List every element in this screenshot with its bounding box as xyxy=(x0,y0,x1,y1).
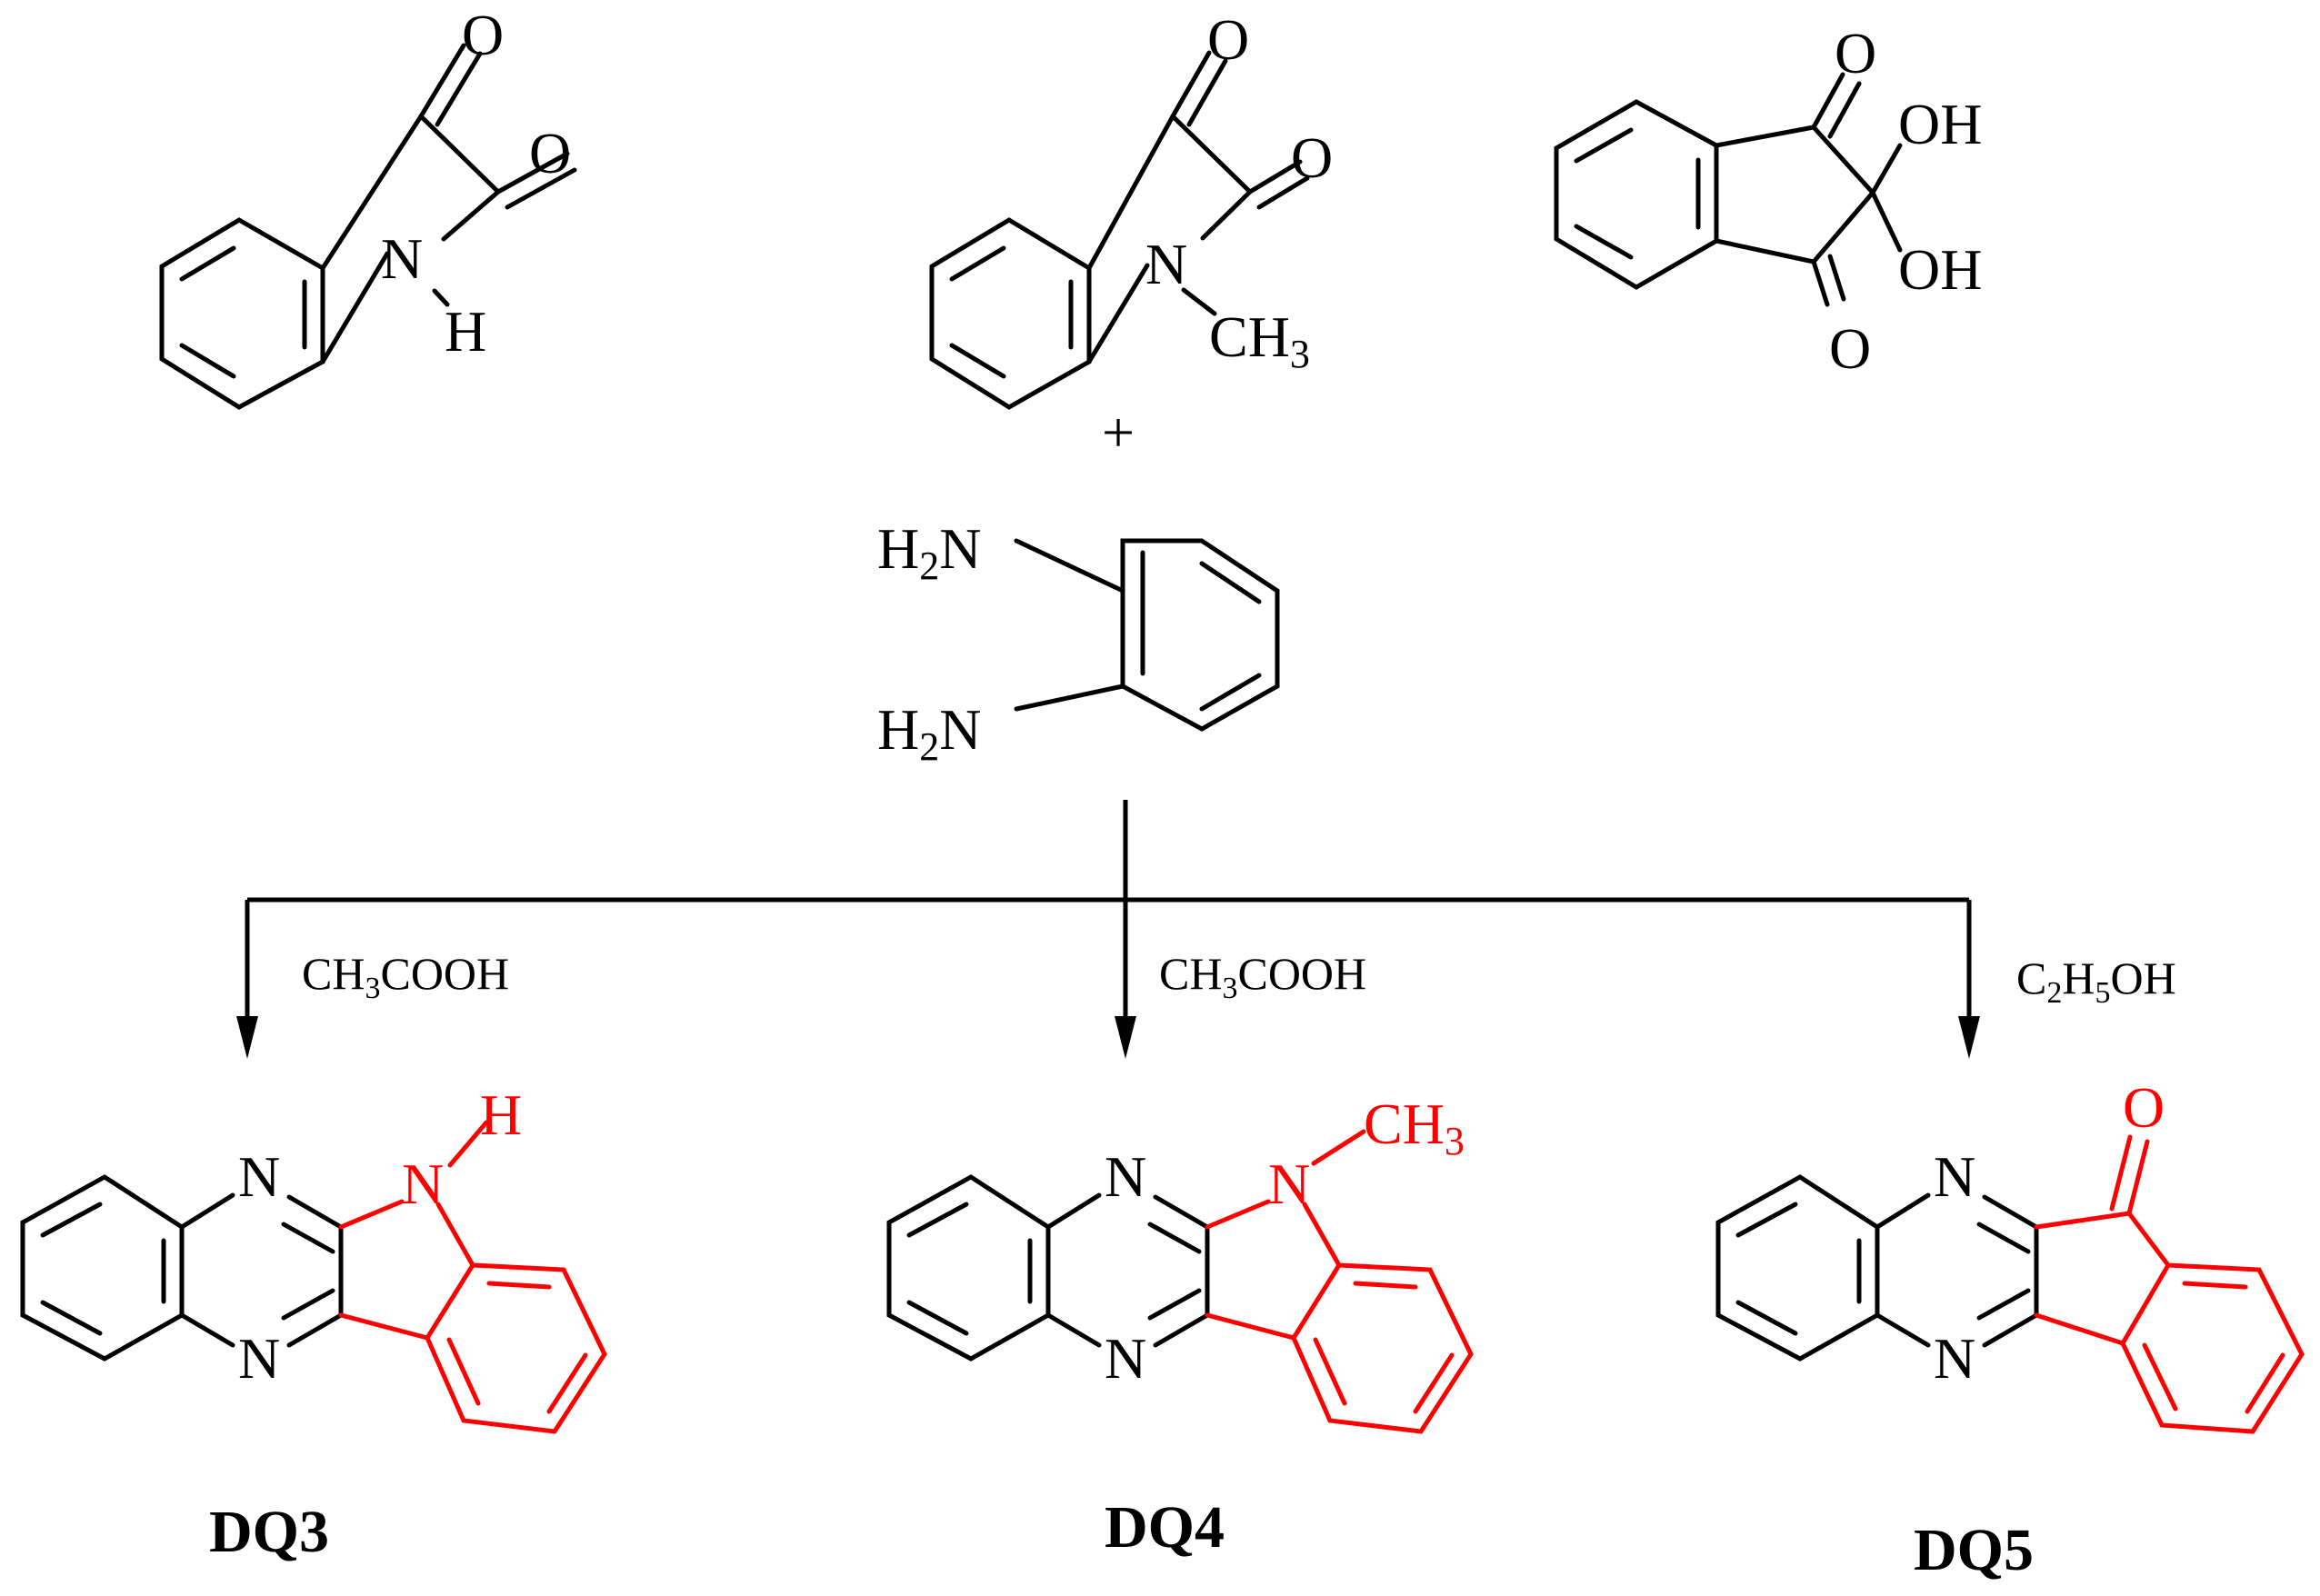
dq3-quinoxaline xyxy=(20,1174,344,1362)
diamine-amine-upper: H2N xyxy=(877,516,981,588)
dq5-indanone-ring xyxy=(2034,1134,2305,1434)
dq4-indole-ring xyxy=(1205,1129,1474,1434)
isatin-oxygen-top: O xyxy=(462,3,504,67)
arrowhead-right xyxy=(1958,1016,1980,1059)
ninhydrin-hydroxyl-upper: OH xyxy=(1898,92,1982,156)
n-methylisatin-nitrogen: N xyxy=(1145,232,1187,296)
isatin-nh-hydrogen: H xyxy=(445,299,486,364)
condition-dq5: C2H5OH xyxy=(2016,953,2176,1010)
arrowheads xyxy=(236,1016,1980,1059)
diamine-labels: H2N H2N xyxy=(877,516,981,769)
ninhydrin-hydroxyl-lower: OH xyxy=(1898,237,1982,302)
n-methylisatin-methyl: CH3 xyxy=(1209,304,1310,376)
dq3-nitrogen-ring: N xyxy=(402,1152,444,1216)
dq5-labels: N N O xyxy=(1934,1075,2165,1391)
plus-sign: + xyxy=(1102,400,1135,464)
dq5-compound-label: DQ5 xyxy=(1914,1517,2034,1583)
dq3-nitrogen-bottom: N xyxy=(238,1326,280,1391)
reaction-arrows xyxy=(245,800,1972,1020)
dq5-quinoxaline xyxy=(1715,1174,2039,1362)
dq4-nitrogen-ring: N xyxy=(1268,1152,1310,1216)
dq3-labels: N N N H xyxy=(238,1082,522,1391)
ninhydrin-structure xyxy=(1554,72,1903,307)
dq4-methyl: CH3 xyxy=(1364,1092,1465,1163)
condition-dq3: CH3COOH xyxy=(302,948,509,1005)
dq4-labels: N N N CH3 xyxy=(1105,1092,1465,1391)
isatin-nitrogen: N xyxy=(381,226,423,291)
dq4-compound-label: DQ4 xyxy=(1105,1494,1225,1561)
dq3-nh-hydrogen: H xyxy=(480,1082,522,1147)
dq3-nitrogen-top: N xyxy=(238,1144,280,1209)
dq3-indole-ring xyxy=(338,1120,607,1434)
dq5-nitrogen-top: N xyxy=(1934,1144,1975,1209)
dq5-carbonyl-oxygen: O xyxy=(2123,1075,2165,1140)
isatin-oxygen-right: O xyxy=(529,121,571,185)
n-methylisatin-labels: O O N CH3 xyxy=(1145,7,1333,376)
isatin-labels: O O N H xyxy=(381,3,571,364)
n-methylisatin-oxygen-top: O xyxy=(1207,7,1249,72)
dq4-nitrogen-bottom: N xyxy=(1105,1326,1146,1391)
n-methylisatin-structure xyxy=(929,50,1310,410)
condition-dq4: CH3COOH xyxy=(1159,948,1366,1005)
arrowhead-center xyxy=(1115,1016,1136,1059)
dq4-nitrogen-top: N xyxy=(1105,1144,1146,1209)
dq3-compound-label: DQ3 xyxy=(209,1499,329,1565)
ninhydrin-oxygen-top: O xyxy=(1835,21,1876,85)
isatin-structure xyxy=(159,43,577,410)
diamine-structure xyxy=(1014,538,1280,732)
arrowhead-left xyxy=(236,1016,258,1059)
dq4-quinoxaline xyxy=(886,1174,1210,1362)
ninhydrin-labels: O O OH OH xyxy=(1829,21,1982,381)
dq5-nitrogen-bottom: N xyxy=(1934,1326,1975,1391)
diamine-amine-lower: H2N xyxy=(877,697,981,769)
ninhydrin-oxygen-bottom: O xyxy=(1829,316,1871,381)
n-methylisatin-oxygen-right: O xyxy=(1291,125,1333,190)
